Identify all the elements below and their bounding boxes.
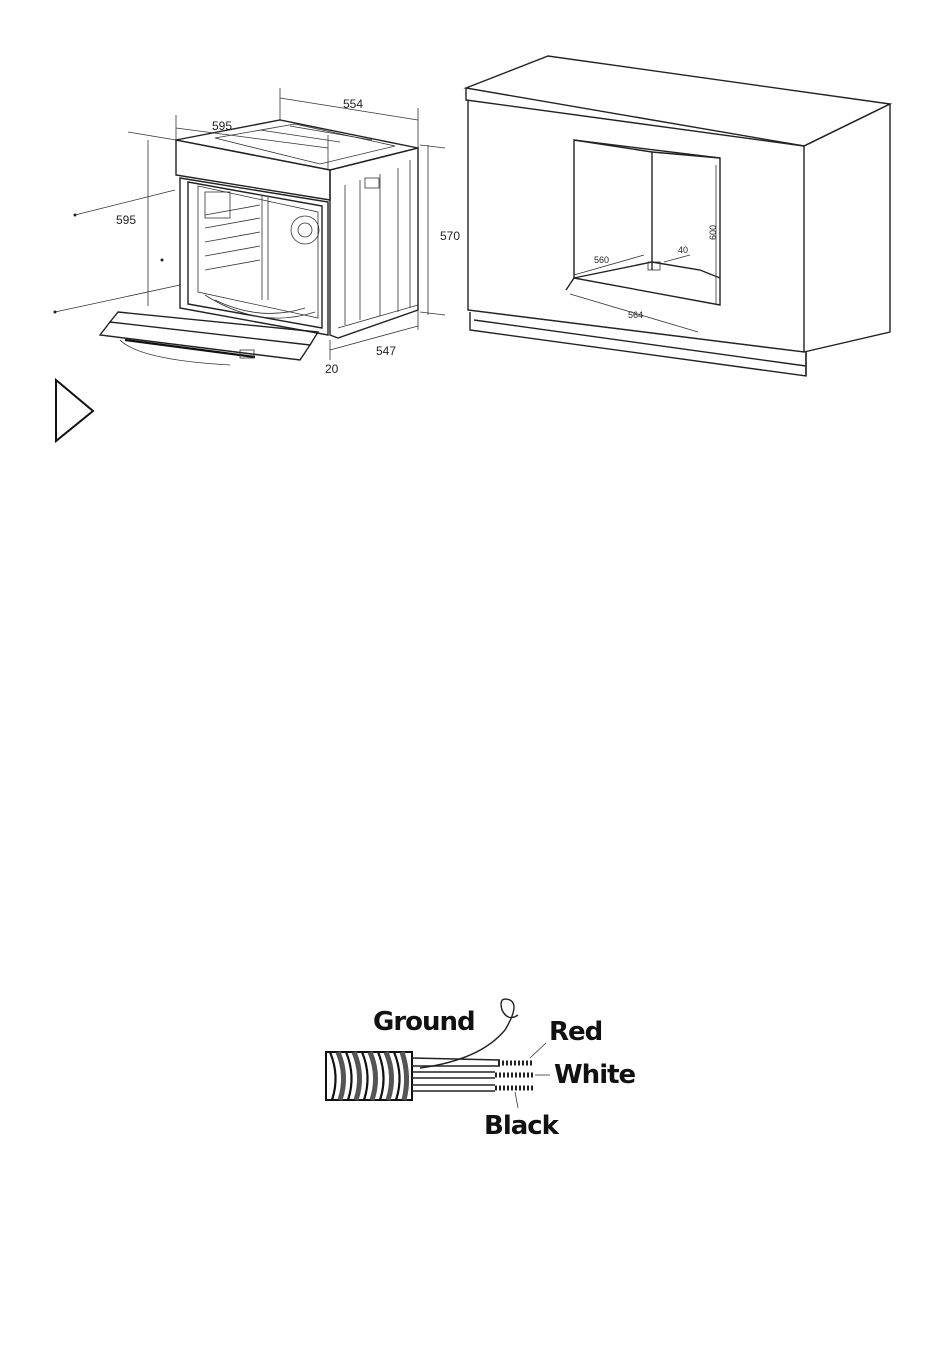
dim-height: 570	[440, 229, 460, 243]
dim-door-gap: 20	[325, 362, 339, 376]
dim-front-height: 595	[116, 213, 136, 227]
dim-opening-height: 600	[708, 225, 718, 240]
dim-opening-depth: 560	[594, 255, 609, 265]
dim-opening-width: 564	[628, 310, 643, 320]
dim-front-width: 595	[212, 119, 232, 133]
dim-depth: 547	[376, 344, 396, 358]
label-black: Black	[484, 1111, 560, 1141]
oven-diagram: 554 595 595 570 547 20	[54, 88, 461, 376]
dim-rear-gap: 40	[678, 245, 688, 255]
wiring-diagram: Ground Red White Black	[326, 999, 636, 1141]
label-ground: Ground	[373, 1007, 475, 1037]
label-white: White	[554, 1060, 636, 1090]
label-red: Red	[549, 1017, 602, 1047]
dim-width-top: 554	[343, 97, 363, 111]
note-arrow-icon	[56, 380, 93, 441]
cabinet-diagram: 560 40 564 600	[466, 56, 890, 376]
